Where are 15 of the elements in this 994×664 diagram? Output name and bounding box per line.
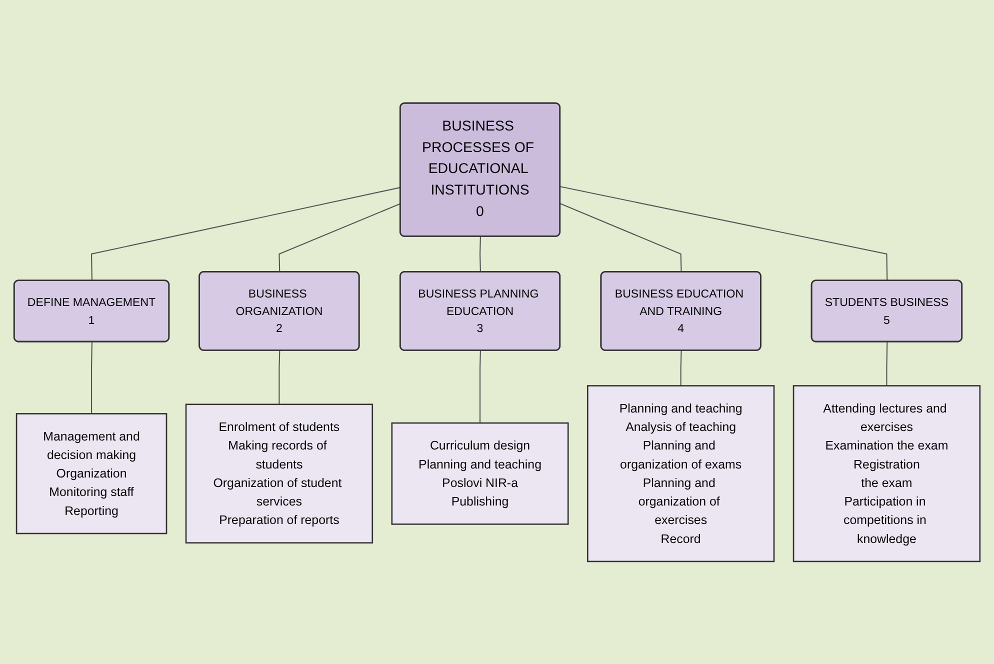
connector [886, 342, 888, 386]
connector [680, 350, 682, 386]
connector [278, 202, 401, 272]
node-box: Planning and teaching Analysis of teaching Planning and organization of exams Planning and organization of exercises Record [586, 384, 775, 562]
connector [479, 350, 481, 423]
node-box: Curriculum design Planning and teaching Poslovi NIR-a Publishing [391, 422, 569, 525]
connector [278, 350, 280, 404]
node-box: Enrolment of students Making records of students Organization of student services Preparation of reports [185, 403, 374, 544]
connector [90, 342, 92, 414]
connector [90, 186, 401, 281]
connector [560, 186, 888, 281]
connector [479, 236, 481, 272]
connector [560, 202, 682, 272]
node-box: Management and decision making Organization Monitoring staff Reporting [16, 412, 168, 534]
node-box: Attending lectures and exercises Examination the exam Registration the exam Participation in competitions in knowledge [792, 384, 981, 562]
